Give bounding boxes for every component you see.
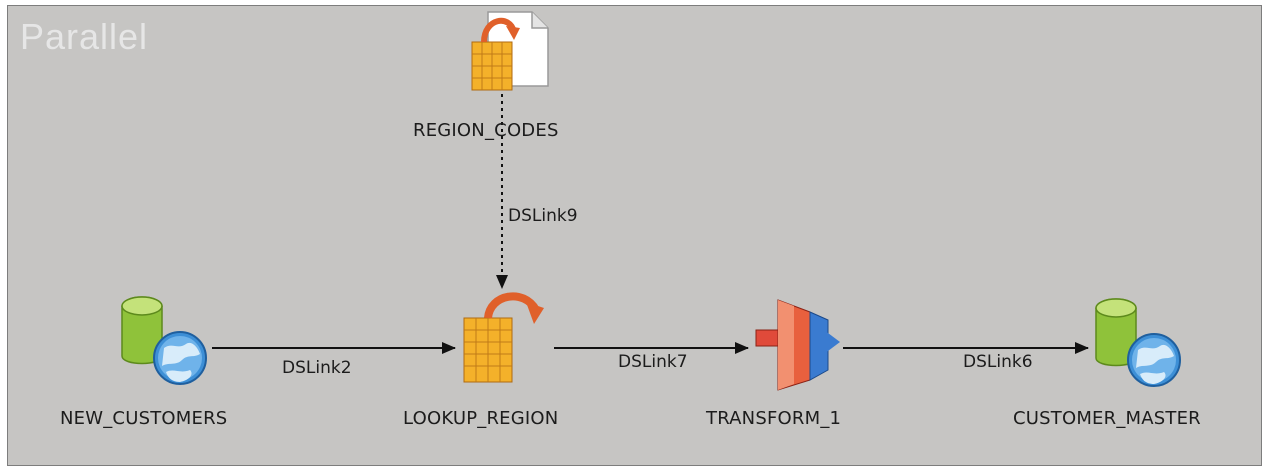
canvas-label: Parallel [20,16,149,57]
database-connector-icon [121,296,207,385]
database-connector-icon [1095,298,1181,387]
job-canvas[interactable]: Parallel DSLink9 DSLink2 DSLink7 DSLink6 [7,5,1262,466]
link-dslink6-label[interactable]: DSLink6 [963,352,1033,372]
stage-label-customer-master: CUSTOMER_MASTER [1013,408,1201,429]
link-layer [212,94,1089,354]
link-dslink7-label[interactable]: DSLink7 [618,352,688,372]
link-dslink2-label[interactable]: DSLink2 [282,358,352,378]
link-dslink9-label[interactable]: DSLink9 [508,206,578,226]
stage-label-transform-1: TRANSFORM_1 [706,408,842,429]
lookup-stage-icon [463,292,544,383]
lookup-fileset-icon [471,11,549,91]
stage-label-lookup-region: LOOKUP_REGION [403,408,559,429]
stage-label-region-codes: REGION_CODES [413,120,559,141]
transformer-icon [755,299,840,391]
stage-label-new-customers: NEW_CUSTOMERS [60,408,228,429]
